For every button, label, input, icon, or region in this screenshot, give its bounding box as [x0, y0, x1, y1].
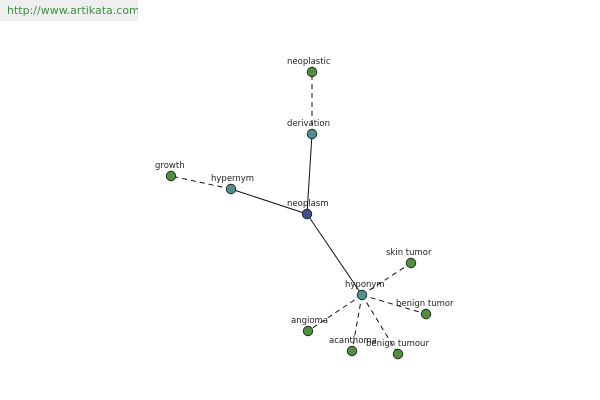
edge-neoplasm-hypernym: [230, 188, 308, 215]
node-hypernym[interactable]: [225, 183, 237, 195]
node-neoplasm[interactable]: [301, 208, 313, 220]
node-benign-tumour[interactable]: [392, 348, 404, 360]
node-derivation[interactable]: [306, 128, 318, 140]
label-derivation: derivation: [287, 119, 330, 129]
edge-hyponym-benign-tumour: [361, 294, 399, 355]
label-acanthoma: acanthoma: [329, 336, 377, 346]
edge-hyponym-skin-tumor: [361, 262, 412, 296]
node-angioma[interactable]: [302, 325, 314, 337]
edge-neoplasm-hyponym: [306, 213, 363, 296]
node-acanthoma[interactable]: [346, 345, 358, 357]
label-hyponym: hyponym: [345, 280, 385, 290]
node-growth[interactable]: [165, 170, 177, 182]
label-neoplastic: neoplastic: [287, 57, 331, 67]
label-neoplasm: neoplasm: [287, 199, 329, 209]
edge-hyponym-angioma: [307, 294, 363, 332]
site-url[interactable]: http://www.artikata.com: [0, 0, 138, 21]
label-hypernym: hypernym: [211, 174, 254, 184]
edge-hyponym-acanthoma: [351, 294, 363, 352]
label-angioma: angioma: [291, 316, 328, 326]
edge-hypernym-growth: [170, 175, 232, 190]
node-hyponym[interactable]: [356, 289, 368, 301]
node-neoplastic[interactable]: [306, 66, 318, 78]
edge-hyponym-benign-tumor: [361, 294, 427, 315]
node-benign-tumor[interactable]: [420, 308, 432, 320]
node-skin-tumor[interactable]: [405, 257, 417, 269]
label-growth: growth: [155, 161, 185, 171]
label-benign-tumor: benign tumor: [396, 299, 454, 309]
edge-neoplasm-derivation: [306, 133, 313, 215]
label-skin-tumor: skin tumor: [386, 248, 432, 258]
label-benign-tumour: benign tumour: [366, 339, 429, 349]
